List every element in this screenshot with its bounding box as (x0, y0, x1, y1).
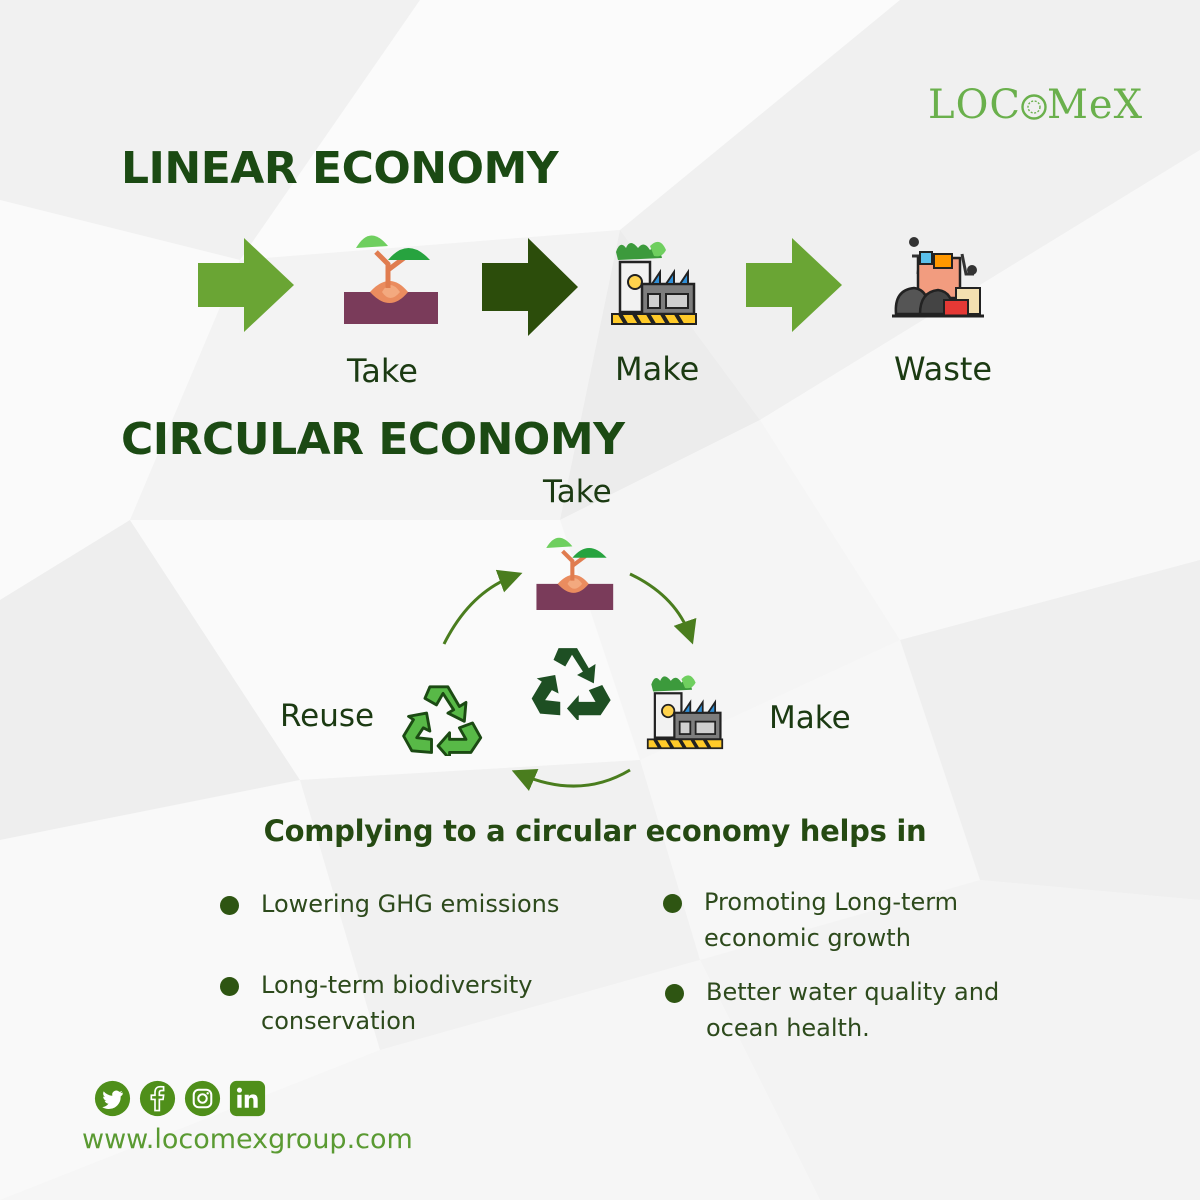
twitter-icon[interactable] (94, 1080, 131, 1117)
benefit-text: Long-term biodiversity conservation (261, 971, 533, 1035)
benefit-item: Long-term biodiversity conservation (220, 967, 532, 1039)
recycle-icon (402, 685, 483, 756)
benefit-text: Better water quality and ocean health. (706, 978, 1000, 1042)
bullet-dot (665, 984, 684, 1003)
factory-icon (611, 241, 697, 326)
sapling-soil-icon (536, 537, 614, 610)
arrow-right-icon (482, 238, 578, 336)
cycle-arrow-make-to-reuse (511, 768, 631, 791)
cycle-arrow-take-to-make (629, 572, 697, 645)
instagram-icon[interactable] (184, 1080, 221, 1117)
factory-icon (646, 675, 724, 750)
linear-step-make-label: Make (615, 350, 700, 388)
benefit-item: Lowering GHG emissions (220, 886, 559, 922)
circular-node-take-label: Take (543, 474, 612, 510)
website-link[interactable]: www.locomexgroup.com (82, 1124, 413, 1155)
logo-text-start: LOC (928, 82, 1021, 128)
benefit-text: Lowering GHG emissions (261, 890, 560, 918)
benefit-item: Better water quality and ocean health. (665, 974, 999, 1046)
benefit-item: Promoting Long-term economic growth (663, 884, 958, 956)
linear-step-take-label: Take (347, 352, 418, 390)
benefits-title: Complying to a circular economy helps in (263, 814, 927, 848)
linkedin-icon[interactable] (229, 1080, 266, 1117)
sapling-soil-icon (344, 235, 438, 324)
cycle-arrow-reuse-to-take (442, 569, 523, 645)
linear-step-waste-label: Waste (894, 350, 993, 388)
arrow-right-icon (746, 238, 842, 332)
circular-economy-title: CIRCULAR ECONOMY (121, 414, 625, 465)
arrow-right-icon (198, 238, 294, 332)
linear-economy-title: LINEAR ECONOMY (121, 143, 559, 194)
circular-node-reuse-label: Reuse (280, 698, 375, 734)
social-links (94, 1080, 266, 1117)
bullet-dot (220, 896, 239, 915)
garbage-pile-icon (892, 237, 984, 318)
logo-text-end: MeX (1046, 82, 1144, 128)
benefit-text: Promoting Long-term economic growth (704, 888, 959, 952)
circular-node-make-label: Make (769, 700, 851, 736)
recycle-icon (531, 648, 611, 720)
facebook-icon[interactable] (139, 1080, 176, 1117)
bullet-dot (663, 894, 682, 913)
bullet-dot (220, 977, 239, 996)
brand-logo: LOC MeX (928, 82, 1143, 128)
logo-o-emblem-icon (1021, 94, 1047, 120)
